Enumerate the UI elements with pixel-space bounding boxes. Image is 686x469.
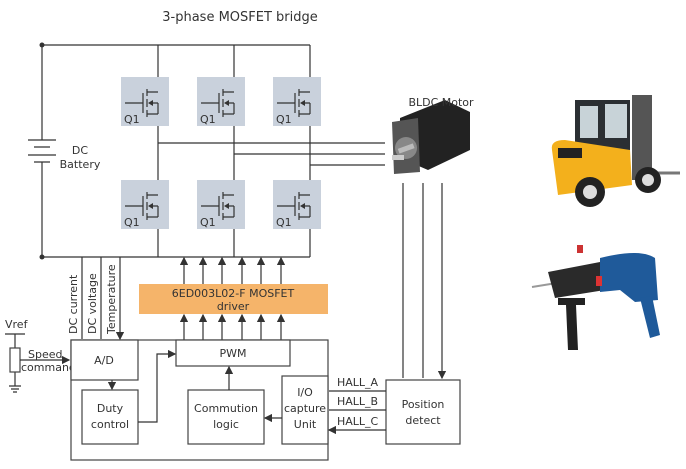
bridge-legs (157, 45, 385, 257)
sensor-dc-current: DC current (67, 274, 80, 334)
mosfet-label: Q1 (200, 216, 216, 229)
hall-arrows (329, 390, 386, 430)
bldc-motor-image (392, 100, 470, 174)
duty-label-line2: control (91, 418, 129, 431)
mosfet-label: Q1 (200, 113, 216, 126)
hall-b-label: HALL_B (337, 395, 378, 408)
sensor-arrows (81, 257, 120, 339)
position-label-line1: Position (402, 398, 445, 411)
hall-a-label: HALL_A (337, 376, 379, 389)
speed-command-line1: Speed (28, 348, 62, 361)
mosfet-q1: Q1 (197, 180, 245, 229)
hall-sensor-lines (402, 183, 442, 378)
mosfet-q1: Q1 (121, 180, 169, 229)
mosfet-q1: Q1 (273, 180, 321, 229)
ad-block (70, 339, 139, 381)
motor-label: BLDC Motor (408, 96, 474, 109)
forklift-image (551, 95, 680, 207)
battery-label-line1: DC (72, 144, 88, 157)
sensor-dc-voltage: DC voltage (86, 273, 99, 334)
commution-label-line2: logic (213, 418, 239, 431)
vref-label: Vref (5, 318, 29, 331)
mosfet-label: Q1 (276, 113, 292, 126)
mosfet-driver-box (139, 284, 328, 314)
driver-label-line1: 6ED003L02-F MOSFET (172, 287, 295, 300)
duty-label-line1: Duty (97, 402, 124, 415)
mosfet-q1: Q1 (197, 77, 245, 126)
dc-battery-symbol (28, 139, 56, 166)
ad-label: A/D (94, 354, 114, 367)
gate-signal-arrows (179, 256, 286, 340)
hall-c-label: HALL_C (337, 415, 379, 428)
speed-command-line2: command (21, 361, 76, 374)
io-capture-block (281, 375, 329, 445)
driver-label-line2: driver (217, 300, 250, 313)
position-label-line2: detect (405, 414, 441, 427)
diagram-title: 3-phase MOSFET bridge (162, 10, 318, 25)
mosfet-label: Q1 (124, 216, 140, 229)
battery-label-line2: Battery (60, 158, 101, 171)
power-rails (39, 42, 310, 260)
io-label-line3: Unit (294, 418, 317, 431)
mosfet-label: Q1 (124, 113, 140, 126)
commution-label-line1: Commution (194, 402, 258, 415)
commution-logic-block (187, 389, 265, 445)
mosfet-label: Q1 (276, 216, 292, 229)
internal-arrows (107, 349, 282, 423)
io-label-line1: I/O (297, 386, 313, 399)
position-detect-block (385, 379, 461, 445)
sensor-temperature: Temperature (105, 264, 118, 335)
mosfet-q1: Q1 (121, 77, 169, 126)
pwm-label: PWM (219, 347, 246, 360)
mosfet-q1: Q1 (273, 77, 321, 126)
duty-control-block (81, 389, 139, 445)
rotary-hammer-drill-image (531, 245, 660, 350)
io-label-line2: capture (284, 402, 326, 415)
